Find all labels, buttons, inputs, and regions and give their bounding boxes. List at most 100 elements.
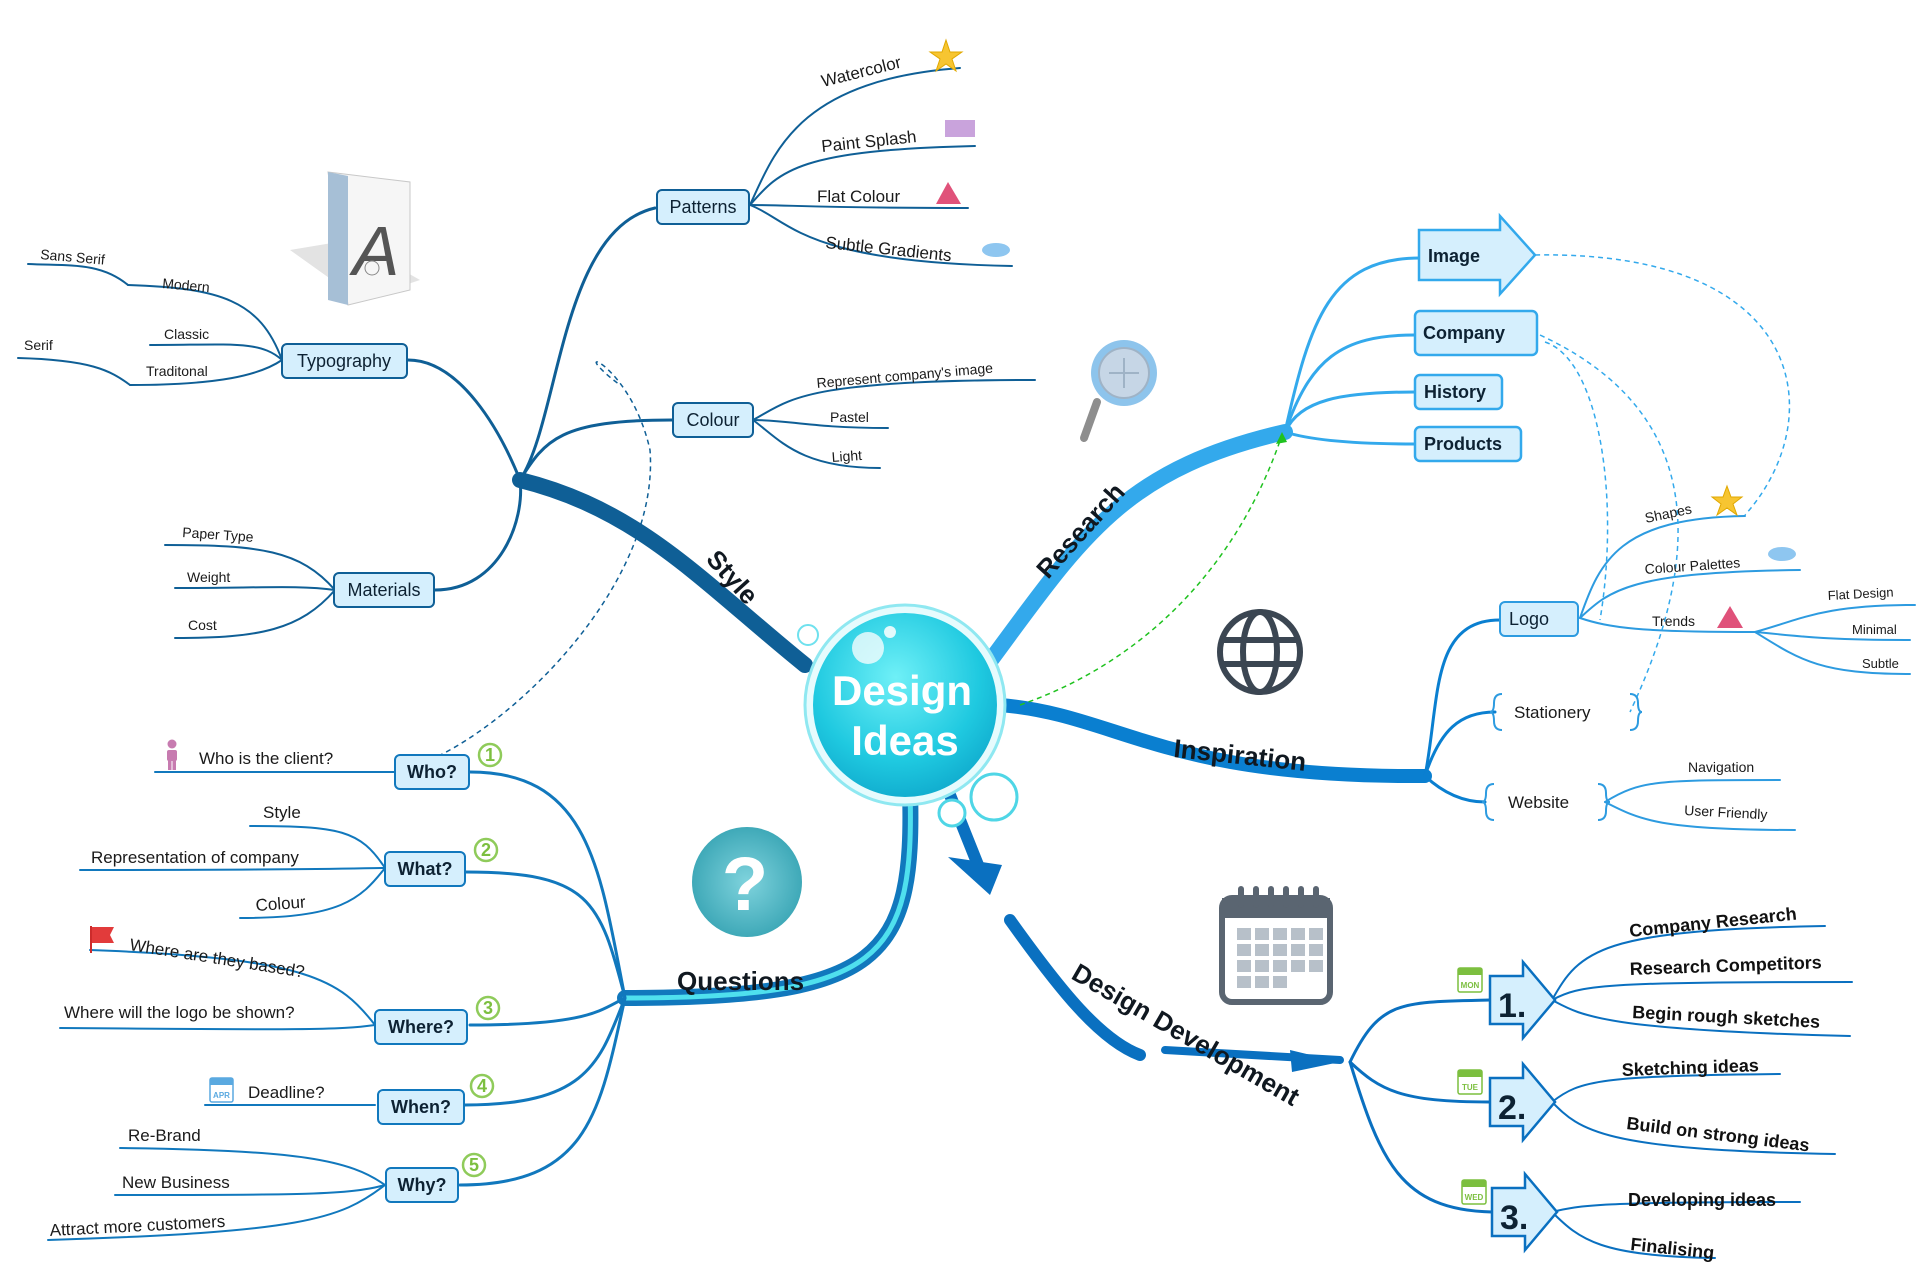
who-topic[interactable]: Who? xyxy=(394,754,470,790)
where-topic[interactable]: Where? xyxy=(374,1009,468,1045)
priority-badge-4: 4 xyxy=(469,1073,495,1099)
why-item-new-business[interactable]: New Business xyxy=(122,1173,230,1192)
research-item-company: Company xyxy=(1423,323,1505,343)
colour-topic[interactable]: Colour xyxy=(672,402,754,438)
svg-text:2: 2 xyxy=(481,840,491,860)
why-label: Why? xyxy=(398,1175,447,1195)
central-topic[interactable]: Design Ideas xyxy=(803,603,1007,807)
pattern-item-watercolor[interactable]: Watercolor xyxy=(819,53,903,91)
calendar-icon: APR xyxy=(209,1077,234,1103)
company-topic[interactable]: Company xyxy=(1413,309,1539,357)
svg-text:?: ? xyxy=(722,842,768,927)
step-3-label: 3. xyxy=(1500,1199,1528,1237)
colour-item-light[interactable]: Light xyxy=(831,447,863,465)
questions-leaves xyxy=(47,771,396,1241)
branch-label-questions[interactable]: Questions xyxy=(677,966,804,996)
step-1-label: 1. xyxy=(1498,987,1526,1025)
when-topic[interactable]: When? xyxy=(377,1089,465,1125)
magnifier-icon xyxy=(1080,340,1157,442)
typography-item-traditonal[interactable]: Traditonal xyxy=(146,363,208,379)
step-1-item-research-competitors[interactable]: Research Competitors xyxy=(1629,952,1822,979)
materials-item-paper-type[interactable]: Paper Type xyxy=(182,524,255,545)
who-label: Who? xyxy=(407,762,457,782)
what-item-representation[interactable]: Representation of company xyxy=(91,848,299,867)
svg-text:WED: WED xyxy=(1465,1193,1484,1202)
where-item-based[interactable]: Where are they based? xyxy=(128,935,306,981)
logo-item-colour-palettes[interactable]: Colour Palettes xyxy=(1644,554,1741,577)
trend-item-flat-design[interactable]: Flat Design xyxy=(1827,585,1893,603)
triangle-icon xyxy=(936,182,961,204)
colour-item-pastel[interactable]: Pastel xyxy=(830,409,869,425)
step-1-item-company-research[interactable]: Company Research xyxy=(1628,904,1797,941)
what-label: What? xyxy=(398,859,453,879)
colour-label: Colour xyxy=(686,410,739,430)
typography-icon: A xyxy=(290,171,420,306)
step-3-item-developing[interactable]: Developing ideas xyxy=(1628,1190,1776,1210)
center-line2: Ideas xyxy=(851,717,958,764)
step-3-item-finalising[interactable]: Finalising xyxy=(1630,1234,1716,1263)
star-icon xyxy=(1710,484,1744,517)
logo-label: Logo xyxy=(1509,609,1549,629)
bubble-decor xyxy=(969,772,1019,822)
bubble-decor xyxy=(797,624,819,646)
typography-item-modern[interactable]: Modern xyxy=(162,275,211,295)
step-1-topic[interactable]: 1. xyxy=(1488,958,1557,1042)
what-topic[interactable]: What? xyxy=(384,851,466,887)
where-label: Where? xyxy=(388,1017,454,1037)
materials-topic[interactable]: Materials xyxy=(333,572,435,608)
trend-item-subtle[interactable]: Subtle xyxy=(1862,656,1899,671)
inspiration-leaves xyxy=(1579,515,1916,831)
colour-item-represent[interactable]: Represent company's image xyxy=(816,360,994,391)
step-2-topic[interactable]: 2. xyxy=(1488,1060,1557,1144)
development-branch xyxy=(934,764,1494,1214)
patterns-topic[interactable]: Patterns xyxy=(656,189,750,225)
ellipse-icon xyxy=(982,243,1010,257)
research-branch xyxy=(977,256,1422,676)
image-topic[interactable]: Image xyxy=(1417,212,1537,298)
what-item-style[interactable]: Style xyxy=(263,803,301,822)
logo-item-trends[interactable]: Trends xyxy=(1652,613,1695,629)
stationery-label: Stationery xyxy=(1514,703,1591,722)
pattern-item-subtle-gradients[interactable]: Subtle Gradients xyxy=(825,233,953,265)
calendar-icon: WED xyxy=(1461,1179,1487,1205)
materials-label: Materials xyxy=(347,580,420,600)
triangle-icon xyxy=(1717,606,1743,628)
calendar-icon xyxy=(1219,886,1333,1005)
pattern-item-flat-colour[interactable]: Flat Colour xyxy=(817,187,900,206)
products-topic[interactable]: Products xyxy=(1413,425,1523,463)
website-item-navigation[interactable]: Navigation xyxy=(1688,759,1754,775)
logo-topic[interactable]: Logo xyxy=(1499,601,1579,637)
research-item-image: Image xyxy=(1428,246,1480,266)
svg-text:5: 5 xyxy=(469,1155,479,1175)
history-topic[interactable]: History xyxy=(1413,373,1504,411)
typography-item-sans-serif[interactable]: Sans Serif xyxy=(40,246,106,268)
when-label: When? xyxy=(391,1097,451,1117)
website-topic[interactable]: Website xyxy=(1481,783,1611,821)
why-item-rebrand[interactable]: Re-Brand xyxy=(128,1126,201,1145)
typography-topic[interactable]: Typography xyxy=(281,343,408,379)
development-arrowhead-2 xyxy=(1290,1050,1340,1072)
branch-label-research[interactable]: Research xyxy=(1030,477,1131,584)
priority-badge-3: 3 xyxy=(475,995,501,1021)
when-item-deadline[interactable]: Deadline? xyxy=(248,1083,325,1102)
trend-item-minimal[interactable]: Minimal xyxy=(1852,622,1897,637)
step-3-topic[interactable]: 3. xyxy=(1490,1170,1559,1254)
why-topic[interactable]: Why? xyxy=(385,1167,459,1203)
typography-item-classic[interactable]: Classic xyxy=(164,326,209,342)
where-item-logo-shown[interactable]: Where will the logo be shown? xyxy=(64,1003,295,1022)
materials-item-weight[interactable]: Weight xyxy=(187,569,230,585)
step-2-label: 2. xyxy=(1498,1089,1526,1127)
who-item-client[interactable]: Who is the client? xyxy=(199,749,333,768)
what-item-colour[interactable]: Colour xyxy=(255,893,307,915)
rectangle-icon xyxy=(945,120,975,137)
step-2-item-sketching[interactable]: Sketching ideas xyxy=(1621,1055,1759,1080)
typography-item-serif[interactable]: Serif xyxy=(24,337,53,353)
flag-icon xyxy=(90,926,114,953)
website-item-user-friendly[interactable]: User Friendly xyxy=(1684,802,1768,822)
stationery-topic[interactable]: Stationery xyxy=(1489,693,1643,731)
person-icon xyxy=(167,739,177,770)
svg-text:A: A xyxy=(349,212,400,290)
priority-badge-2: 2 xyxy=(473,837,499,863)
priority-badge-1: 1 xyxy=(477,742,503,768)
materials-item-cost[interactable]: Cost xyxy=(188,617,217,633)
